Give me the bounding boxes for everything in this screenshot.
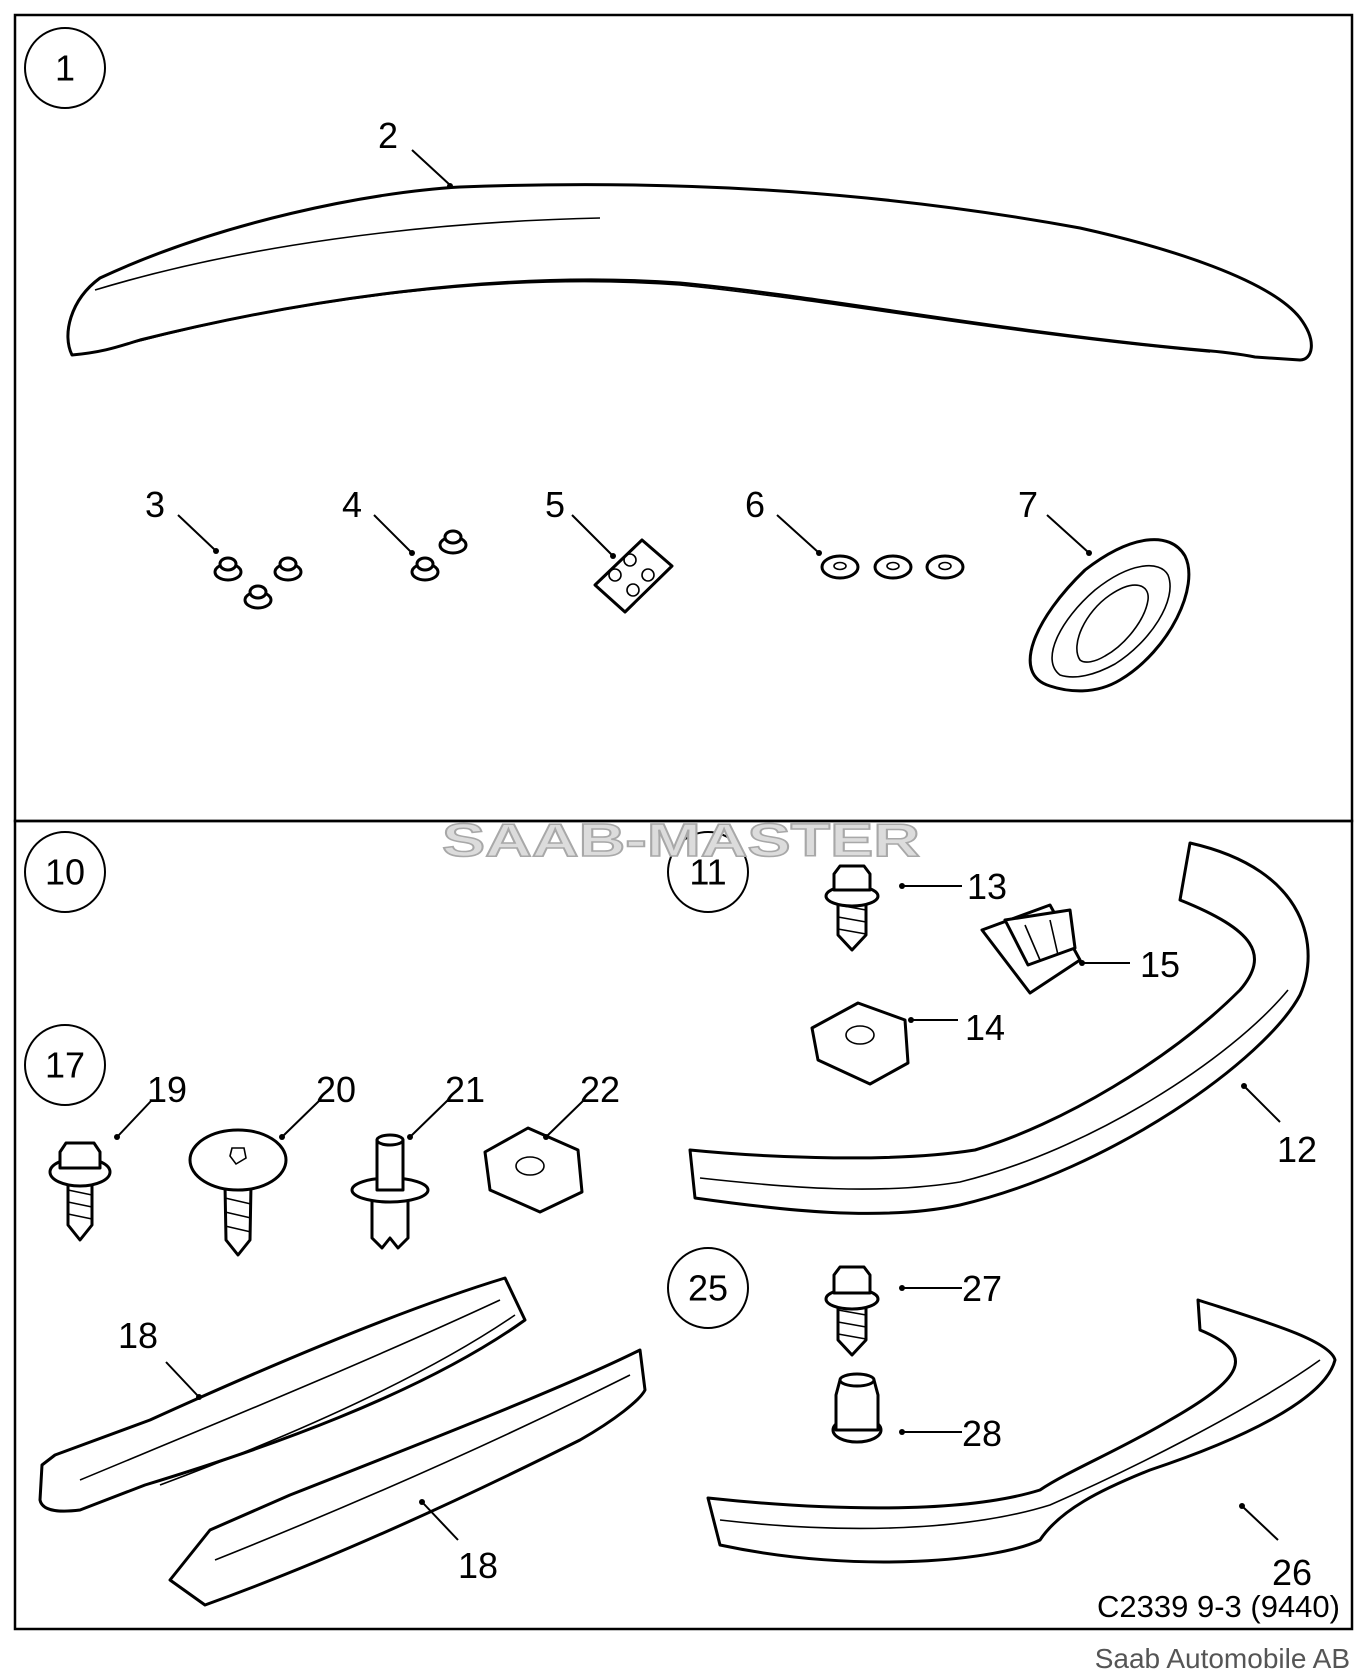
- group-label-11: 11: [689, 852, 726, 893]
- group-label-10: 10: [45, 852, 85, 893]
- callout-15: 15: [1140, 944, 1180, 985]
- side-skirt-part-18-rear: [38, 1276, 527, 1513]
- push-rivet-part-21: [350, 1133, 430, 1250]
- lower-panel-frame: [13, 819, 1354, 1631]
- callout-3: 3: [145, 484, 165, 525]
- screw-part-20: [188, 1128, 288, 1257]
- callout-labels: 2 3 4 5 6 7 12 13 14 15 18 18 19 20 21 2…: [118, 115, 1317, 1593]
- drawing-code: C2339 9-3 (9440): [1097, 1589, 1340, 1624]
- callout-21: 21: [445, 1069, 485, 1110]
- seal-part-7: [1028, 538, 1191, 693]
- callout-18-front: 18: [458, 1545, 498, 1586]
- nuts-part-3: [213, 556, 303, 610]
- callout-22: 22: [580, 1069, 620, 1110]
- group-label-25: 25: [688, 1268, 728, 1309]
- rear-valance-part-26: [706, 1298, 1337, 1564]
- upper-panel-frame: [13, 13, 1354, 823]
- callout-6: 6: [745, 484, 765, 525]
- nuts-part-4: [410, 529, 468, 582]
- callout-19: 19: [147, 1069, 187, 1110]
- group-label-17: 17: [45, 1045, 85, 1086]
- callout-20: 20: [316, 1069, 356, 1110]
- bolt-part-27: [824, 1265, 880, 1357]
- bolt-part-13: [824, 864, 880, 952]
- callout-12: 12: [1277, 1129, 1317, 1170]
- bolt-part-19: [48, 1141, 112, 1242]
- callout-26: 26: [1272, 1552, 1312, 1593]
- adhesive-pad-part-5: [593, 538, 674, 614]
- callout-27: 27: [962, 1268, 1002, 1309]
- front-spoiler-part-12: [688, 841, 1310, 1215]
- callout-14: 14: [965, 1007, 1005, 1048]
- leader-lines: [114, 149, 1281, 1541]
- speed-nut-part-22: [483, 1126, 584, 1214]
- nut-part-28: [831, 1372, 883, 1444]
- callout-2: 2: [378, 115, 398, 156]
- watermark: SAAB-MASTER: [442, 814, 920, 866]
- callout-13: 13: [967, 866, 1007, 907]
- callout-28: 28: [962, 1413, 1002, 1454]
- clip-nut-part-15: [980, 903, 1082, 995]
- copyright: Saab Automobile AB: [1095, 1643, 1350, 1674]
- callout-7: 7: [1018, 484, 1038, 525]
- speed-nut-part-14: [810, 1001, 910, 1086]
- rear-spoiler-part-2: [66, 183, 1313, 362]
- callout-5: 5: [545, 484, 565, 525]
- group-circles: 1 10 11 17 25: [24, 27, 749, 1329]
- callout-18-rear: 18: [118, 1315, 158, 1356]
- side-skirt-part-18-front: [168, 1348, 647, 1607]
- washers-part-6: [820, 554, 965, 580]
- group-label-1: 1: [55, 48, 75, 89]
- callout-4: 4: [342, 484, 362, 525]
